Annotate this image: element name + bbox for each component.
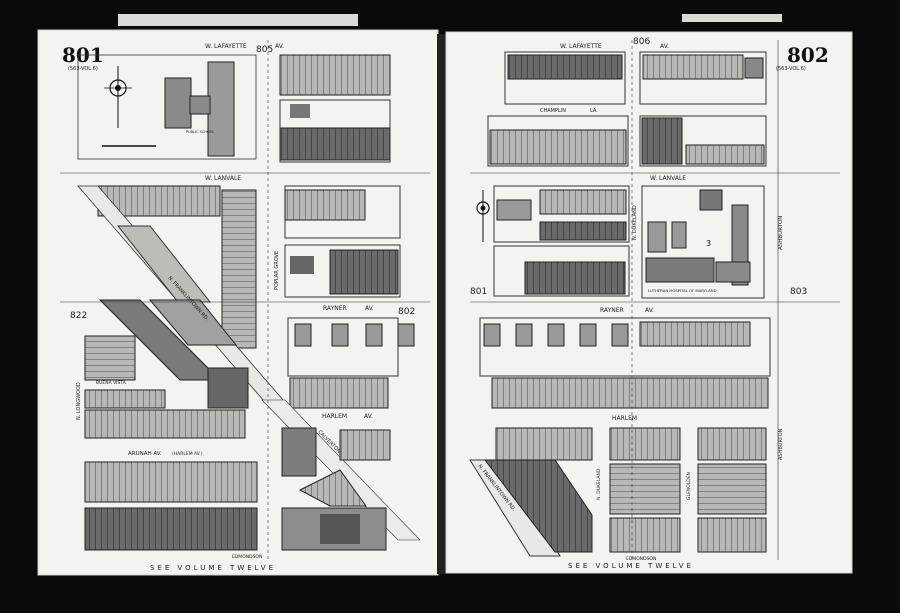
street-label-ashburton: ASHBURTON bbox=[778, 428, 784, 460]
left-map-page: 801 (563-VOL.6) W. LAFAYETTE AV. 805 PUB… bbox=[37, 29, 439, 576]
street-label-rayner: RAYNER bbox=[323, 305, 347, 312]
adjacent-sheet-top: 806 bbox=[633, 37, 650, 47]
street-label-w-lanvale: W. LANVALE bbox=[205, 175, 241, 182]
street-label-edmondson: EDMONDSON bbox=[232, 554, 262, 560]
book-spine bbox=[437, 34, 446, 574]
street-suffix: LA. bbox=[590, 108, 598, 114]
street-label-edmondson: EDMONDSON bbox=[626, 556, 656, 562]
north-arrow-icon bbox=[476, 190, 490, 242]
volume-note: (563-VOL.6) bbox=[68, 66, 98, 72]
street-label-harlem: HARLEM bbox=[322, 413, 347, 420]
adjacent-sheet-top: 805 bbox=[256, 45, 273, 55]
street-suffix: AV. bbox=[364, 413, 373, 420]
street-label-harlem: HARLEM bbox=[612, 415, 637, 422]
street-label-ashburton: ASHBURTON bbox=[778, 216, 784, 250]
street-suffix: AV. bbox=[645, 307, 654, 314]
street-label-champlin: CHAMPLIN bbox=[540, 108, 566, 114]
school-label: PUBLIC SCHOOL bbox=[186, 130, 214, 134]
street-label-w-lanvale: W. LANVALE bbox=[650, 175, 686, 182]
adjacent-sheet-right: 803 bbox=[790, 287, 807, 297]
street-label-n-dukeland: N. DUKELAND bbox=[596, 468, 602, 500]
street-suffix: AV. bbox=[365, 305, 374, 312]
block-number: 3 bbox=[706, 239, 711, 248]
tape-strip bbox=[118, 14, 358, 26]
sheet-number: 802 bbox=[787, 43, 829, 67]
adjacent-sheet-left: 801 bbox=[470, 287, 487, 297]
street-label-poplar-grove: POPLAR GROVE bbox=[274, 251, 280, 290]
adjacent-sheet-lower-right: 802 bbox=[398, 307, 415, 317]
street-label-n-dukeland: N. DUKELAND bbox=[632, 205, 638, 240]
street-label-n-longwood: N. LONGWOOD bbox=[76, 382, 82, 420]
street-label-w-lafayette: W. LAFAYETTE bbox=[205, 43, 247, 50]
street-label-rayner: RAYNER bbox=[600, 307, 624, 314]
street-suffix: AV. bbox=[660, 43, 669, 50]
street-note-arunah: (HARLEM AV.) bbox=[172, 451, 203, 457]
right-map-page: 802 (563-VOL.6) W. LAFAYETTE AV. 806 CHA… bbox=[445, 31, 853, 574]
compass-rose-icon bbox=[104, 66, 132, 128]
footer-see-volume: SEE VOLUME TWELVE bbox=[150, 564, 276, 572]
adjacent-sheet-left: 822 bbox=[70, 311, 87, 321]
street-label-glenolden: GLENOLDEN bbox=[686, 472, 692, 500]
street-label-w-lafayette: W. LAFAYETTE bbox=[560, 43, 602, 50]
tape-strip bbox=[682, 14, 782, 22]
street-suffix: AV. bbox=[275, 43, 284, 50]
volume-note: (563-VOL.6) bbox=[776, 66, 806, 72]
hospital-label: LUTHERAN HOSPITAL OF MARYLAND bbox=[648, 288, 717, 293]
street-label-buena-vista: BUENA VISTA bbox=[96, 380, 127, 386]
street-label-arunah: ARUNAH AV. bbox=[128, 451, 162, 457]
footer-see-volume: SEE VOLUME TWELVE bbox=[568, 562, 694, 570]
